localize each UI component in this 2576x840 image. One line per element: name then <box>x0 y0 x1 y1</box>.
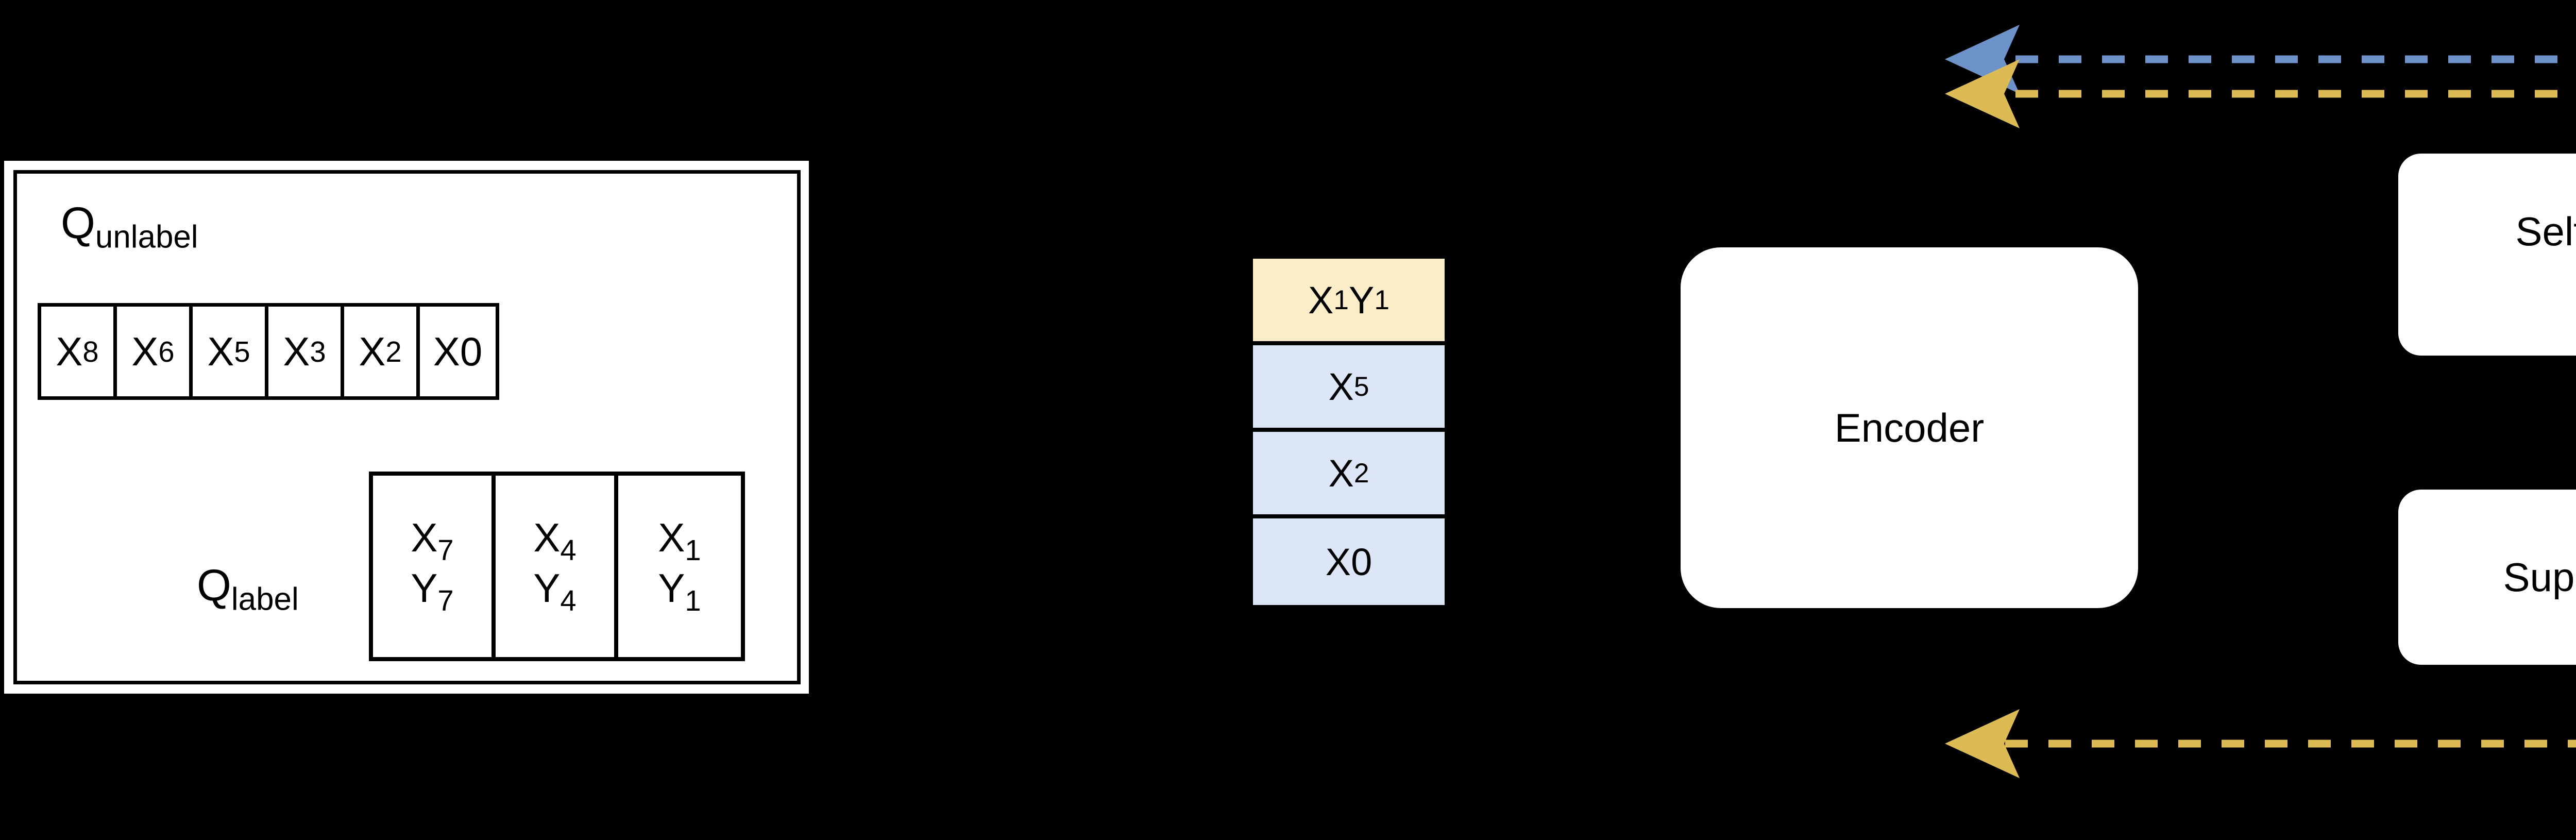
cell-base: X <box>131 328 159 374</box>
labeled-cell-x: X1 <box>658 515 701 567</box>
labeled-cell-y: Y1 <box>658 566 701 617</box>
labeled-cell-y: Y4 <box>533 566 576 617</box>
y-subscript: 4 <box>560 584 577 617</box>
self-supervision-feedback-arrowhead <box>1945 25 2020 94</box>
labeled-queue-cell[interactable]: X4 Y4 <box>496 476 618 657</box>
labeled-queue-table: X7 Y7 X4 Y4 X1 Y1 <box>369 472 745 661</box>
encoder-label: Encoder <box>1834 405 1985 450</box>
supervision-head-box[interactable]: Supervision head <box>2398 490 2576 665</box>
self-supervision-head-box[interactable]: Self-supervision head <box>2398 154 2576 356</box>
batch-y-base: Y <box>1349 278 1375 322</box>
batch-x-base: X <box>1308 278 1334 322</box>
y-base: Y <box>533 565 561 611</box>
y-base: Y <box>411 565 438 611</box>
encoder-box[interactable]: Encoder <box>1681 247 2138 608</box>
cell-subscript: 2 <box>385 335 402 368</box>
q-unlabel-base: Q <box>61 198 95 248</box>
x-subscript: 4 <box>560 534 577 567</box>
cell-base: X <box>283 328 310 374</box>
batch-x-base: X <box>1328 451 1354 495</box>
supervision-feedback-bottom-arrowhead <box>1945 709 2020 778</box>
batch-y-subscript: 1 <box>1374 284 1389 315</box>
y-subscript: 7 <box>437 584 454 617</box>
cell-subscript: 8 <box>82 335 99 368</box>
x-subscript: 7 <box>437 534 454 567</box>
x-base: X <box>411 515 438 561</box>
cell-base: X <box>207 328 234 374</box>
self-supervision-head-label-line2: head <box>2516 255 2576 301</box>
labeled-queue-cell[interactable]: X7 Y7 <box>373 476 496 657</box>
labeled-cell-y: Y7 <box>411 566 453 617</box>
q-label-label: Qlabel <box>197 563 299 615</box>
batch-cell-unlabeled[interactable]: X0 <box>1253 518 1445 605</box>
supervision-feedback-top-arrowhead <box>1945 59 2020 128</box>
q-label-base: Q <box>197 561 231 610</box>
labeled-queue-cell[interactable]: X1 Y1 <box>618 476 741 657</box>
batch-x-subscript: 5 <box>1353 371 1369 402</box>
cell-subscript: 6 <box>158 335 175 368</box>
batch-x-subscript: 2 <box>1353 458 1369 489</box>
x-base: X <box>533 515 561 561</box>
q-label-subscript: label <box>231 581 299 617</box>
cell-base: X <box>56 328 83 374</box>
y-subscript: 1 <box>685 584 701 617</box>
supervision-head-label: Supervision head <box>2503 554 2576 600</box>
q-unlabel-label: Qunlabel <box>61 201 198 253</box>
batch-x-base: X <box>1328 365 1354 408</box>
self-supervision-head-label-line1: Self-supervision <box>2515 208 2576 254</box>
labeled-cell-x: X4 <box>533 515 577 567</box>
cell-base: X <box>359 328 386 374</box>
x-base: X <box>658 515 685 561</box>
batch-x-base: X0 <box>1325 540 1372 583</box>
unlabeled-queue-cell[interactable]: X0 <box>420 307 496 396</box>
labeled-cell-x: X7 <box>411 515 454 567</box>
x-subscript: 1 <box>685 534 701 567</box>
q-unlabel-subscript: unlabel <box>95 219 198 255</box>
cell-base: X0 <box>433 328 483 374</box>
cell-subscript: 5 <box>234 335 250 368</box>
batch-x-subscript: 1 <box>1333 284 1349 315</box>
y-base: Y <box>658 565 685 611</box>
cell-subscript: 3 <box>310 335 326 368</box>
